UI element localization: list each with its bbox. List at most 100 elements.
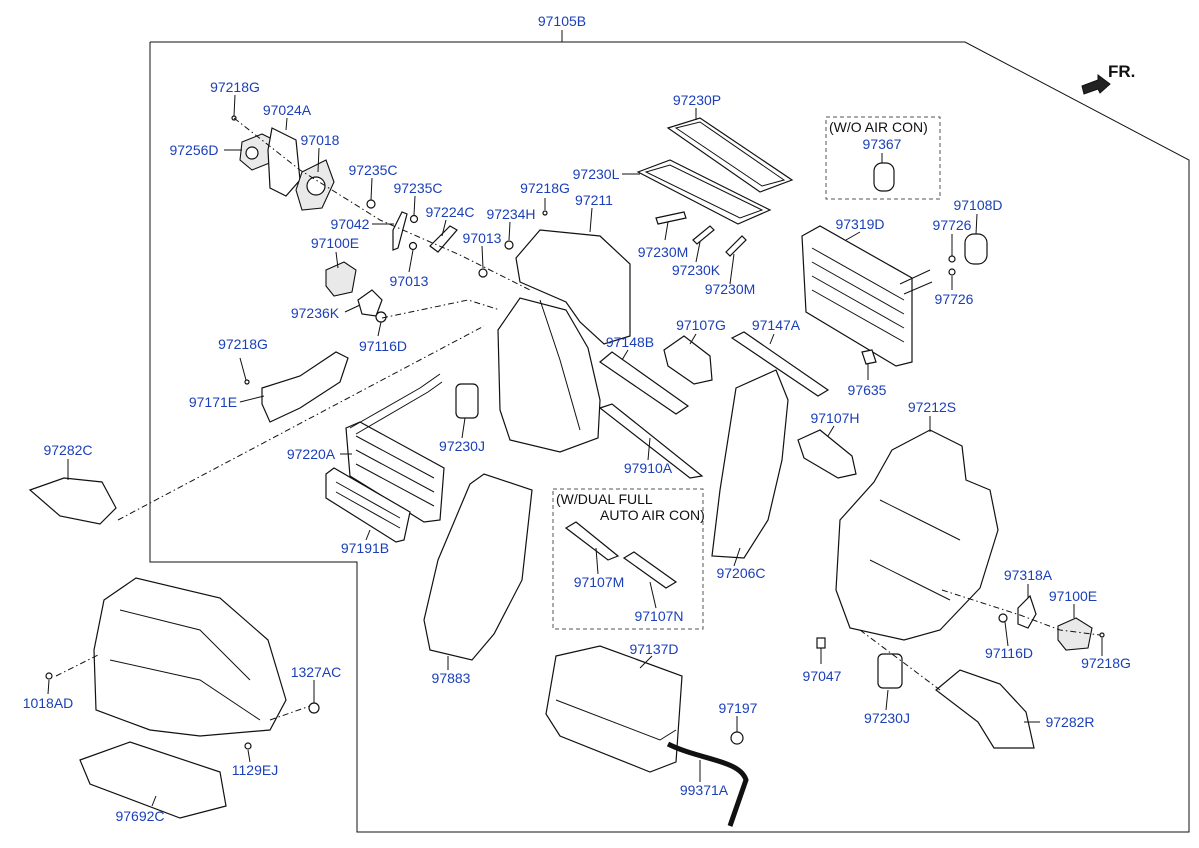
note-dual-full-line1: (W/DUAL FULL	[556, 491, 653, 507]
without-air-con-option-box	[825, 116, 941, 200]
clip-97235c-b-shape	[409, 214, 419, 224]
screw-1129ej-shape	[244, 742, 252, 750]
part-label-97234h[interactable]: 97234H	[486, 206, 535, 222]
part-label-97230m[interactable]: 97230M	[638, 244, 689, 260]
part-label-1129ej[interactable]: 1129EJ	[232, 762, 278, 778]
door-97107n-shape	[622, 551, 678, 589]
duct-97883-shape	[423, 473, 533, 661]
door-97910a-shape	[598, 403, 704, 479]
part-label-97047[interactable]: 97047	[803, 668, 842, 684]
lever-97042-shape	[392, 211, 408, 251]
part-label-97256d[interactable]: 97256D	[169, 142, 218, 158]
hose-99371a-shape	[666, 741, 749, 827]
part-label-97319d[interactable]: 97319D	[835, 216, 884, 232]
part-label-97147a[interactable]: 97147A	[752, 317, 801, 333]
assembly-line-97116d	[381, 299, 501, 319]
rail-97147a-shape	[730, 331, 830, 397]
part-label-97211[interactable]: 97211	[575, 192, 613, 208]
seal-97230k-shape	[692, 225, 715, 245]
part-label-97148b[interactable]: 97148B	[606, 334, 654, 350]
part-label-97218g-d[interactable]: 97218G	[1081, 655, 1131, 671]
part-label-97230l[interactable]: 97230L	[573, 166, 620, 182]
part-label-97230k[interactable]: 97230K	[672, 262, 721, 278]
part-label-97107n[interactable]: 97107N	[634, 608, 683, 624]
part-label-97108d[interactable]: 97108D	[953, 197, 1002, 213]
part-label-97230m-b[interactable]: 97230M	[705, 281, 756, 297]
screw-97218g-d-shape	[1099, 632, 1105, 638]
part-label-97282c[interactable]: 97282C	[43, 442, 92, 458]
part-label-97107g[interactable]: 97107G	[676, 317, 726, 333]
heater-core-97220a-shape	[345, 373, 445, 523]
part-label-97171e[interactable]: 97171E	[189, 394, 237, 410]
part-label-97224c[interactable]: 97224C	[425, 204, 474, 220]
lever-97318a-shape	[1017, 594, 1037, 629]
option-notes: (W/O AIR CON) (W/DUAL FULL AUTO AIR CON)	[556, 119, 928, 523]
part-label-97206c[interactable]: 97206C	[716, 565, 765, 581]
oring-97726-a-shape	[948, 255, 956, 263]
screw-97218g-b-shape	[542, 210, 548, 216]
front-direction-arrow-icon	[1081, 74, 1111, 95]
assembly-boundary-outline	[149, 41, 1190, 833]
part-label-97367[interactable]: 97367	[863, 136, 902, 152]
part-label-1327ac[interactable]: 1327AC	[291, 664, 342, 680]
part-label-97191b[interactable]: 97191B	[341, 540, 389, 556]
part-label-97726[interactable]: 97726	[933, 217, 972, 233]
assembly-line-97230j-b	[859, 629, 941, 691]
part-label-97024a[interactable]: 97024A	[263, 102, 312, 118]
duct-97282c-shape	[28, 477, 117, 525]
part-label-97042[interactable]: 97042	[331, 216, 370, 232]
part-label-97018[interactable]: 97018	[301, 132, 340, 148]
part-label-97230j[interactable]: 97230J	[439, 438, 485, 454]
seal-97230j-b-shape	[877, 653, 903, 689]
part-label-97318a[interactable]: 97318A	[1004, 567, 1053, 583]
part-label-97218g-c[interactable]: 97218G	[218, 336, 268, 352]
part-label-97235c-b[interactable]: 97235C	[393, 180, 442, 196]
part-label-97212s[interactable]: 97212S	[908, 399, 956, 415]
duct-97107h-shape	[797, 429, 857, 479]
part-label-97013[interactable]: 97013	[463, 230, 502, 246]
part-label-97107h[interactable]: 97107H	[810, 410, 859, 426]
part-label-97218g[interactable]: 97218G	[210, 79, 260, 95]
part-label-97100e-b[interactable]: 97100E	[1049, 588, 1097, 604]
part-label-97218g-b[interactable]: 97218G	[520, 180, 570, 196]
part-label-97116d-b[interactable]: 97116D	[985, 645, 1033, 661]
part-label-97230j-b[interactable]: 97230J	[864, 710, 910, 726]
evaporator-97319d-shape	[801, 225, 933, 367]
part-label-97726-b[interactable]: 97726	[935, 291, 974, 307]
part-label-97635[interactable]: 97635	[848, 382, 887, 398]
clip-97635-shape	[861, 349, 877, 365]
seal-97230j-a-shape	[455, 383, 479, 419]
part-label-97137d[interactable]: 97137D	[629, 641, 678, 657]
leader-lines	[47, 94, 1103, 807]
duct-97282r-shape	[935, 669, 1035, 749]
part-label-97105b[interactable]: 97105B	[538, 13, 586, 29]
cover-97692c-shape	[79, 741, 227, 819]
part-label-97282r[interactable]: 97282R	[1045, 714, 1094, 730]
part-label-97230p[interactable]: 97230P	[673, 92, 721, 108]
filter-97230l-shape	[636, 159, 772, 225]
nut-1327ac-shape	[308, 702, 320, 714]
part-label-97692c[interactable]: 97692C	[115, 808, 164, 824]
panel-97206c-shape	[711, 369, 789, 559]
part-label-1018ad[interactable]: 1018AD	[23, 695, 74, 711]
part-label-97235c[interactable]: 97235C	[348, 162, 397, 178]
part-label-97013-b[interactable]: 97013	[390, 273, 429, 289]
filter-97230p-shape	[666, 117, 794, 193]
part-label-97883[interactable]: 97883	[432, 670, 471, 686]
part-label-97107m[interactable]: 97107M	[574, 574, 625, 590]
part-label-97220a[interactable]: 97220A	[287, 446, 336, 462]
link-97013-b-shape	[478, 268, 488, 278]
case-97212s-shape	[835, 429, 999, 641]
assembly-line-actuators	[233, 117, 531, 291]
part-label-99371a[interactable]: 99371A	[680, 782, 729, 798]
filter-97191b-shape	[325, 467, 411, 543]
part-label-97100e[interactable]: 97100E	[311, 235, 359, 251]
screw-1018ad-shape	[45, 672, 53, 680]
part-label-97910a[interactable]: 97910A	[624, 460, 673, 476]
seal-97230m-b-shape	[725, 235, 747, 257]
part-label-97236k[interactable]: 97236K	[291, 305, 340, 321]
part-label-97116d[interactable]: 97116D	[359, 338, 407, 354]
actuator-97100e-shape	[325, 261, 357, 297]
part-label-97197[interactable]: 97197	[719, 700, 758, 716]
